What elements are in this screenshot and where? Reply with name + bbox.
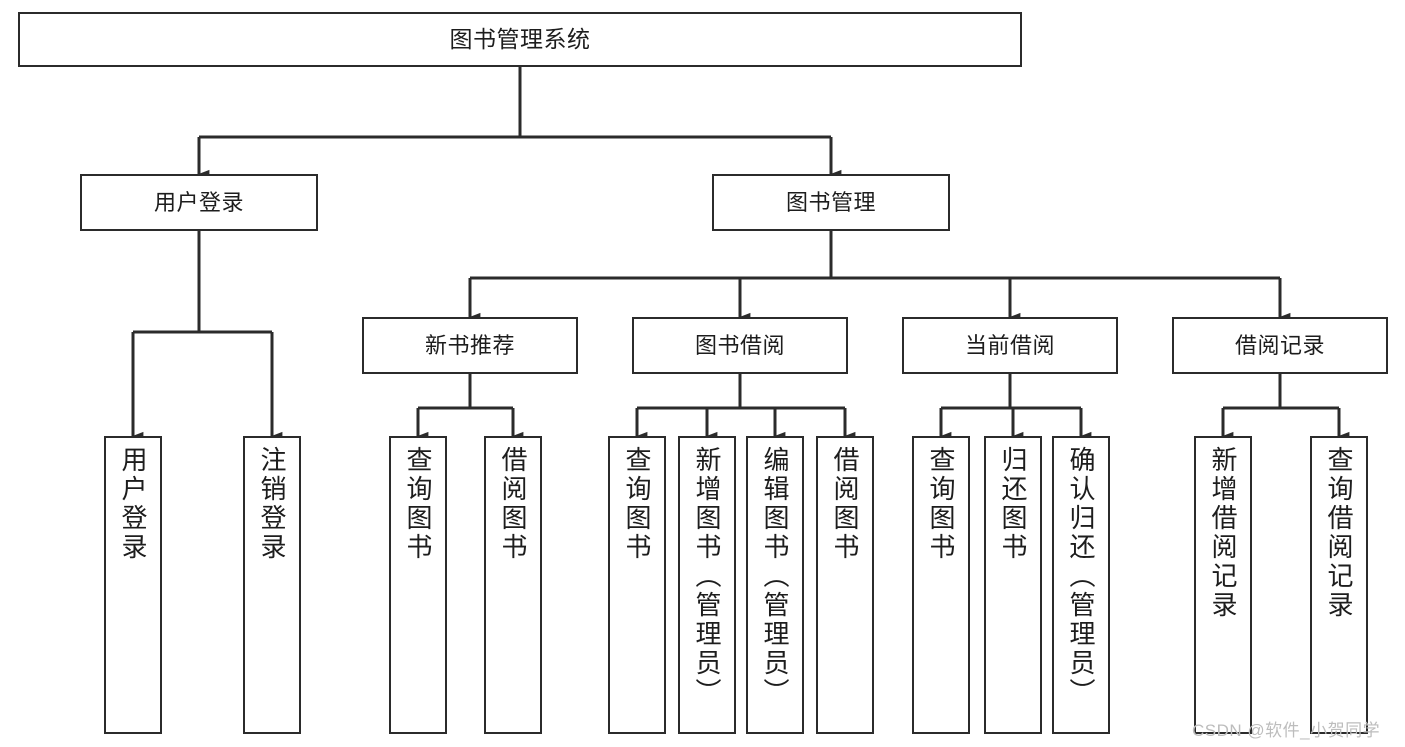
node-label: 查询图书	[622, 446, 652, 562]
node-leaf-user-login[interactable]: 用户登录	[104, 436, 162, 734]
node-leaf-borrow-2[interactable]: 借阅图书	[816, 436, 874, 734]
node-new-book-rec[interactable]: 新书推荐	[362, 317, 578, 374]
node-label: 新书推荐	[424, 332, 515, 358]
node-leaf-add-book[interactable]: 新增图书（管理员）	[678, 436, 736, 734]
node-label: 查询图书	[926, 446, 956, 562]
node-borrow-record[interactable]: 借阅记录	[1172, 317, 1388, 374]
node-leaf-borrow-1[interactable]: 借阅图书	[484, 436, 542, 734]
node-leaf-query-rec[interactable]: 查询借阅记录	[1310, 436, 1368, 734]
node-label: 当前借阅	[964, 332, 1055, 358]
node-leaf-confirm[interactable]: 确认归还（管理员）	[1052, 436, 1110, 734]
node-leaf-logout[interactable]: 注销登录	[243, 436, 301, 734]
node-label: 借阅记录	[1234, 332, 1325, 358]
node-root[interactable]: 图书管理系统	[18, 12, 1022, 67]
node-label: 新增图书（管理员）	[692, 446, 722, 707]
node-label: 确认归还（管理员）	[1066, 446, 1096, 707]
node-label: 查询借阅记录	[1324, 446, 1354, 620]
node-label: 图书管理系统	[449, 26, 591, 53]
node-label: 注销登录	[257, 446, 287, 562]
node-leaf-edit-book[interactable]: 编辑图书（管理员）	[746, 436, 804, 734]
node-current-borrow[interactable]: 当前借阅	[902, 317, 1118, 374]
node-user-login[interactable]: 用户登录	[80, 174, 318, 231]
node-leaf-query-2[interactable]: 查询图书	[608, 436, 666, 734]
node-leaf-add-rec[interactable]: 新增借阅记录	[1194, 436, 1252, 734]
node-label: 图书借阅	[694, 332, 785, 358]
node-label: 图书管理	[785, 189, 876, 215]
node-label: 查询图书	[403, 446, 433, 562]
node-label: 用户登录	[118, 446, 148, 562]
edge-paths	[131, 67, 1350, 441]
node-book-borrow[interactable]: 图书借阅	[632, 317, 848, 374]
node-leaf-return[interactable]: 归还图书	[984, 436, 1042, 734]
node-leaf-query-1[interactable]: 查询图书	[389, 436, 447, 734]
node-book-manage[interactable]: 图书管理	[712, 174, 950, 231]
node-label: 归还图书	[998, 446, 1028, 562]
node-label: 借阅图书	[498, 446, 528, 562]
csdn-watermark: CSDN @软件_小贺同学	[1192, 721, 1381, 740]
node-label: 新增借阅记录	[1208, 446, 1238, 620]
node-label: 用户登录	[153, 189, 244, 215]
node-label: 编辑图书（管理员）	[760, 446, 790, 707]
node-leaf-query-3[interactable]: 查询图书	[912, 436, 970, 734]
node-label: 借阅图书	[830, 446, 860, 562]
